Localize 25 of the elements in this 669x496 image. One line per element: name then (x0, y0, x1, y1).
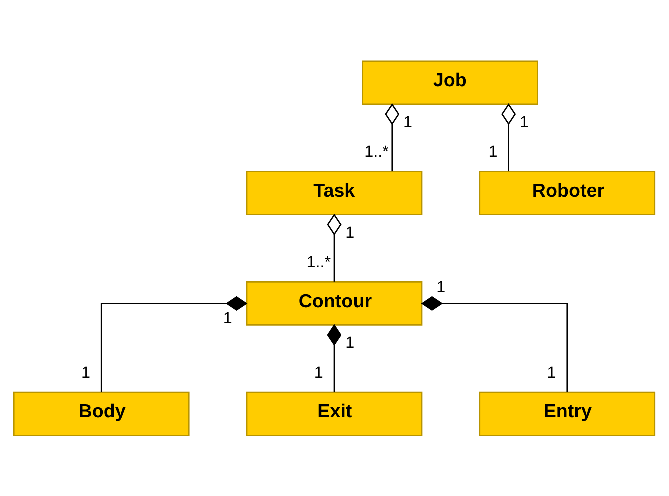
node-box: Contour (246, 280, 423, 326)
label: 1..* (364, 142, 389, 161)
connector (327, 324, 342, 392)
label: 1 (346, 223, 355, 242)
label: 1 (82, 363, 91, 382)
connector (385, 103, 400, 172)
node-box: Task (246, 170, 423, 216)
label: 1 (547, 363, 556, 382)
node-box: Roboter (479, 170, 656, 216)
node-box: Job (362, 60, 538, 105)
node-box: Exit (246, 391, 423, 436)
label: 1 (436, 278, 446, 296)
connector (327, 213, 342, 282)
connector (421, 296, 568, 392)
label: 1 (520, 112, 529, 131)
label: 1 (346, 334, 355, 352)
label: 1 (403, 112, 412, 131)
node-box: Entry (479, 391, 656, 436)
label: 1 (314, 363, 324, 382)
label: 1..* (306, 253, 332, 272)
connector (100, 296, 248, 392)
label: 1 (223, 308, 232, 327)
connector (502, 103, 516, 172)
label: 1 (488, 142, 498, 161)
node-box: Body (13, 391, 190, 436)
